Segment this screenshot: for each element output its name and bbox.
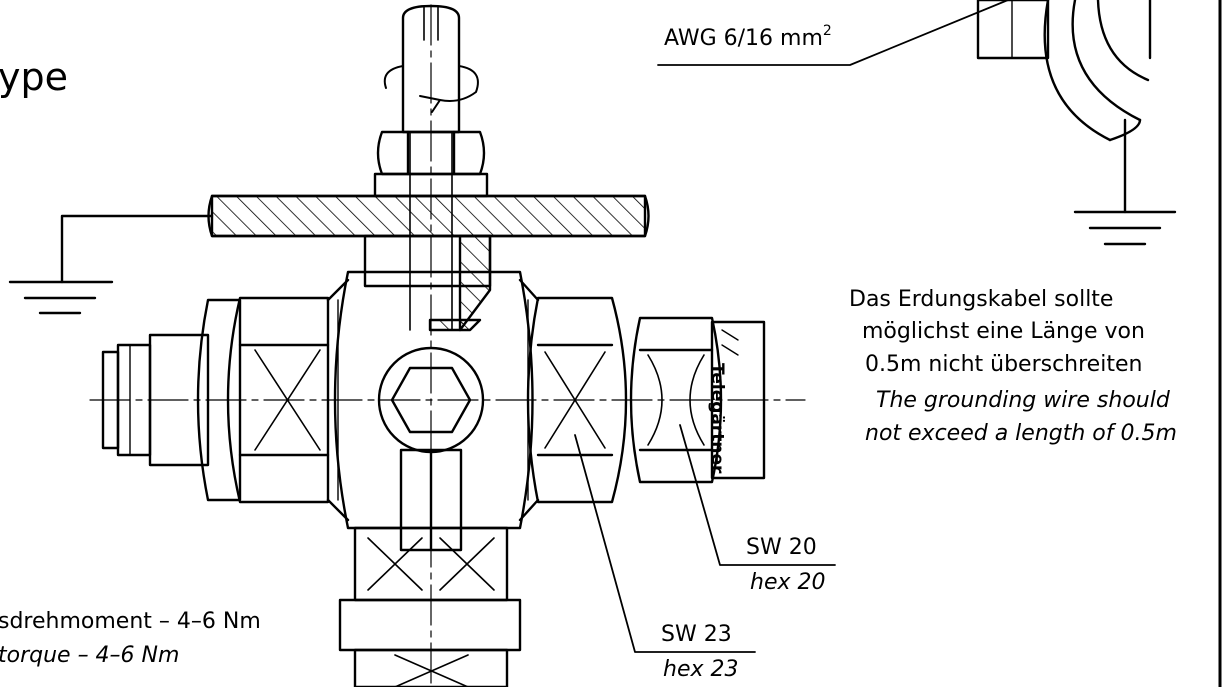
hex-sw20 — [629, 316, 723, 484]
drawing-title-fragment: ype — [0, 55, 68, 99]
brand-logo: Telegärtner — [707, 363, 727, 474]
lower-nut — [363, 234, 492, 332]
hex23-label-en: hex 23 — [663, 657, 739, 682]
hex-sw23 — [526, 296, 628, 504]
torque-label-de: sdrehmoment – 4–6 Nm — [0, 609, 261, 634]
left-hex-nut — [196, 296, 330, 504]
grounding-note-de-line3: 0.5m nicht überschreiten — [865, 352, 1143, 377]
right-ground-cable — [976, 0, 1177, 246]
grounding-note-en-line2: not exceed a length of 0.5m — [865, 421, 1177, 446]
right-connector — [710, 320, 766, 480]
center-lines — [89, 4, 806, 687]
hex20-label-en: hex 20 — [750, 570, 826, 595]
wire-gauge-superscript: 2 — [822, 23, 832, 39]
adapter-body — [326, 270, 540, 530]
grounding-note-en-line1: The grounding wire should — [876, 388, 1170, 413]
left-ground-symbol — [8, 214, 214, 315]
grounding-note-de-line1: Das Erdungskabel sollte — [849, 287, 1114, 312]
hex20-label-de: SW 20 — [746, 535, 817, 560]
wire-gauge-text: AWG 6/16 mm — [664, 26, 823, 51]
hex23-label-de: SW 23 — [661, 622, 732, 647]
torque-label-en: torque – 4–6 Nm — [0, 643, 180, 668]
threaded-stud — [383, 4, 479, 331]
lower-hex — [338, 526, 522, 687]
grounding-note-de-line2: möglichst eine Länge von — [862, 319, 1145, 344]
mounting-panel — [207, 194, 650, 238]
wire-gauge-label: AWG 6/16 mm2 — [664, 24, 832, 51]
upper-nut — [373, 130, 489, 198]
left-connector — [101, 333, 210, 467]
leader-lines — [574, 0, 1009, 653]
center-hex-lug — [377, 346, 485, 552]
